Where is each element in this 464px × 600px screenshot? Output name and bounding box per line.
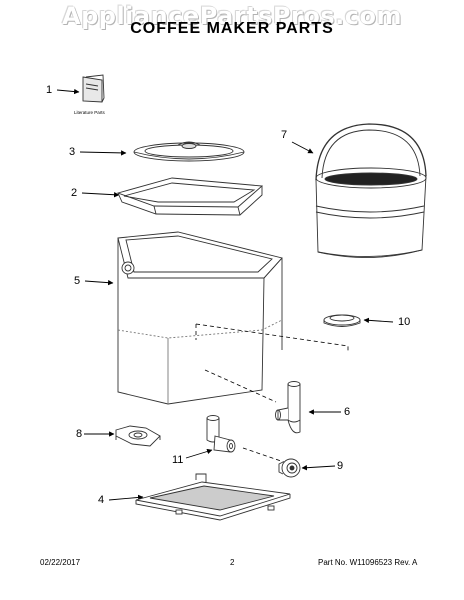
- callout-7: 7: [281, 129, 288, 141]
- callout-6: 6: [344, 406, 351, 418]
- base-part: [135, 473, 291, 521]
- assembly-guide-lines: [195, 323, 349, 463]
- callout-11: 11: [172, 454, 184, 466]
- callout-3: 3: [69, 146, 76, 158]
- valve-bracket-part: [115, 425, 161, 447]
- filter-frame-part: [116, 177, 264, 216]
- callout-1: 1: [46, 84, 53, 96]
- footer-date: 02/22/2017: [40, 558, 81, 567]
- watermark: AppliancePartsPros.com: [62, 2, 402, 30]
- callout-4: 4: [98, 494, 105, 506]
- valve-tee-part: [275, 381, 301, 434]
- callout-arrows: [56, 88, 394, 501]
- footer-page-number: 2: [230, 558, 235, 567]
- callout-2: 2: [71, 187, 78, 199]
- gasket-disc-part: [323, 314, 361, 327]
- brewer-body-part: [117, 231, 283, 405]
- callout-5: 5: [74, 275, 81, 287]
- page-title: COFFEE MAKER PARTS: [130, 20, 334, 37]
- literature-parts-booklet: [82, 74, 105, 103]
- carafe-part: [315, 123, 427, 258]
- callout-10: 10: [398, 316, 411, 328]
- callout-9: 9: [337, 460, 344, 472]
- nut-fitting-part: [278, 458, 301, 478]
- spout-fitting-part: [206, 415, 236, 453]
- callout-8: 8: [76, 428, 83, 440]
- literature-parts-label: Literature Parts: [74, 110, 105, 115]
- footer-part-number: Part No. W11096523 Rev. A: [318, 558, 418, 567]
- lid-part: [133, 141, 245, 162]
